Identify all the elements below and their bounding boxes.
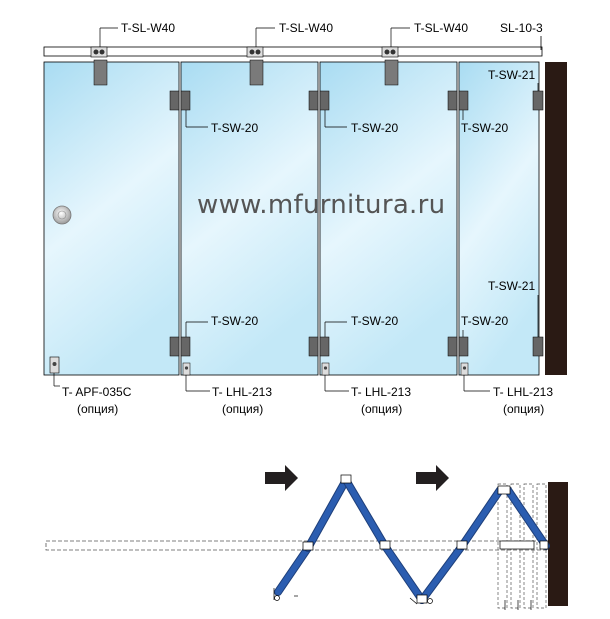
label-top-slider-1: T-SL-W40	[121, 21, 176, 35]
label-latch-2: T- LHL-213	[351, 385, 412, 399]
label-hinge-bottom-2: T-SW-20	[351, 314, 399, 328]
hinge-bottom-2	[308, 321, 347, 357]
label-hinge-top-2: T-SW-20	[351, 121, 399, 135]
hinge-bottom-1	[169, 321, 208, 357]
label-wall-hinge-bottom: T-SW-21	[488, 279, 536, 293]
latch-3	[460, 362, 490, 392]
direction-arrow-2	[416, 465, 449, 491]
top-slider-1	[90, 27, 118, 86]
label-latch-1-note: (опция)	[222, 402, 264, 416]
wall-hinge-top	[532, 83, 544, 111]
wall	[545, 62, 567, 375]
top-slider-2	[246, 27, 275, 86]
folding-panels	[274, 476, 550, 604]
label-latch-2-note: (опция)	[361, 402, 403, 416]
label-latch-1: T- LHL-213	[212, 385, 273, 399]
label-hinge-bottom-1: T-SW-20	[211, 314, 259, 328]
label-latch-3-note: (опция)	[503, 402, 545, 416]
glass-panel-2	[180, 61, 319, 376]
latch-2	[321, 362, 349, 392]
label-top-slider-2: T-SL-W40	[279, 21, 334, 35]
label-wall-hinge-top: T-SW-21	[488, 68, 536, 82]
glass-panel-3	[319, 61, 458, 376]
plan-latches	[273, 588, 532, 610]
hinge-bottom-3	[447, 330, 469, 357]
label-top-slider-3: T-SL-W40	[414, 21, 469, 35]
watermark: www.mfurnitura.ru	[197, 190, 446, 220]
top-rail	[43, 46, 543, 57]
latch-1	[182, 362, 210, 392]
label-floor-lock-note: (опция)	[77, 402, 119, 416]
plan-hinges	[302, 474, 549, 604]
top-slider-3	[381, 27, 410, 86]
label-hinge-top-3: T-SW-20	[461, 121, 509, 135]
hinge-top-3	[447, 90, 469, 120]
direction-arrow-1	[265, 465, 298, 491]
door-knob	[52, 205, 72, 225]
label-rail: SL-10-3	[500, 21, 543, 35]
label-latch-3: T- LHL-213	[493, 385, 554, 399]
hinge-top-2	[308, 90, 347, 128]
label-hinge-top-1: T-SW-20	[211, 121, 259, 135]
hinge-top-1	[169, 90, 208, 128]
floor-lock	[49, 356, 60, 387]
label-floor-lock: T- APF-035C	[62, 385, 132, 399]
wall-plan	[548, 482, 568, 606]
closed-position-outline	[45, 540, 551, 551]
wall-hinge-bottom	[532, 295, 544, 357]
label-hinge-bottom-3: T-SW-20	[461, 314, 509, 328]
glass-panel-4	[458, 61, 540, 376]
